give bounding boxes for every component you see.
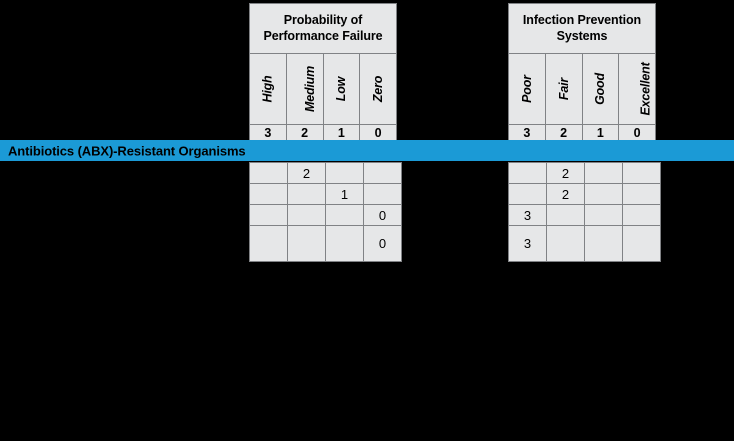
category-banner-label: Antibiotics (ABX)-Resistant Organisms [8,143,246,158]
matrix-title-infection-prevention: Infection Prevention Systems [508,3,656,54]
column-header-good-label: Good [593,73,608,105]
matrix-title-line1: Probability of [283,13,363,28]
table-row: 3 [508,204,661,226]
table-row: 1 [249,183,402,205]
cell-r0-c1[interactable]: 2 [546,162,585,184]
column-header-excellent: Excellent [618,53,656,125]
cell-r3-c3[interactable]: 0 [363,225,402,262]
cell-r1-c1[interactable]: 2 [546,183,585,205]
cell-r2-c3[interactable]: 0 [363,204,402,226]
cell-r0-c0[interactable] [249,162,288,184]
table-row: 2 [508,162,661,184]
table-row: 3 [508,225,661,262]
infection-prevention-matrix-header: Infection Prevention Systems Poor Fair G… [508,3,656,142]
cell-r3-c1[interactable] [546,225,585,262]
score-poor: 3 [508,124,546,142]
cell-r1-c0[interactable] [508,183,547,205]
cell-r3-c0[interactable]: 3 [508,225,547,262]
cell-r2-c1[interactable] [287,204,326,226]
cell-r1-c2[interactable] [584,183,623,205]
cell-r3-c1[interactable] [287,225,326,262]
table-row: 2 [508,183,661,205]
cell-r3-c3[interactable] [622,225,661,262]
cell-r2-c2[interactable] [325,204,364,226]
column-header-medium-label: Medium [302,65,317,113]
matrix-title-row: Probability of Performance Failure [249,3,397,54]
cell-r1-c3[interactable] [363,183,402,205]
cell-r0-c3[interactable] [363,162,402,184]
table-row: 0 [249,225,402,262]
matrix-vertical-label-row: High Medium Low Zero [249,53,397,125]
score-fair: 2 [544,124,583,142]
cell-r2-c2[interactable] [584,204,623,226]
cell-r3-c2[interactable] [584,225,623,262]
cell-r1-c3[interactable] [622,183,661,205]
infection-prevention-data-grid: 2 2 3 3 [508,162,661,262]
score-excellent: 0 [618,124,656,142]
category-banner: Antibiotics (ABX)-Resistant Organisms [0,140,734,161]
matrix-score-row: 3 2 1 0 [249,124,397,142]
cell-r1-c0[interactable] [249,183,288,205]
column-header-fair-label: Fair [556,77,571,101]
cell-r2-c0[interactable] [249,204,288,226]
score-zero: 0 [359,124,397,142]
cell-r0-c3[interactable] [622,162,661,184]
column-header-high: High [249,53,287,125]
cell-r2-c0[interactable]: 3 [508,204,547,226]
cell-r3-c2[interactable] [325,225,364,262]
probability-data-grid: 2 1 0 0 [249,162,402,262]
matrix-score-row: 3 2 1 0 [508,124,656,142]
matrix-title-row: Infection Prevention Systems [508,3,656,54]
column-header-low-label: Low [334,76,349,102]
matrix-title-probability: Probability of Performance Failure [249,3,397,54]
matrix-title-line1: Infection Prevention [522,13,642,28]
cell-r0-c2[interactable] [584,162,623,184]
probability-matrix-header: Probability of Performance Failure High … [249,3,397,142]
cell-r0-c0[interactable] [508,162,547,184]
cell-r0-c2[interactable] [325,162,364,184]
cell-r2-c1[interactable] [546,204,585,226]
cell-r2-c3[interactable] [622,204,661,226]
column-header-fair: Fair [544,53,583,125]
table-row: 2 [249,162,402,184]
column-header-excellent-label: Excellent [638,62,653,116]
matrix-title-line2: Systems [556,28,608,43]
column-header-zero-label: Zero [371,75,386,103]
matrix-vertical-label-row: Poor Fair Good Excellent [508,53,656,125]
cell-r1-c2[interactable]: 1 [325,183,364,205]
score-good: 1 [581,124,620,142]
matrix-title-line2: Performance Failure [263,28,383,43]
cell-r1-c1[interactable] [287,183,326,205]
score-medium: 2 [285,124,324,142]
cell-r3-c0[interactable] [249,225,288,262]
column-header-poor: Poor [508,53,546,125]
score-high: 3 [249,124,287,142]
column-header-poor-label: Poor [519,75,534,103]
column-header-zero: Zero [359,53,397,125]
table-row: 0 [249,204,402,226]
column-header-medium: Medium [285,53,324,125]
column-header-good: Good [581,53,620,125]
column-header-low: Low [322,53,361,125]
cell-r0-c1[interactable]: 2 [287,162,326,184]
score-low: 1 [322,124,361,142]
column-header-high-label: High [260,75,275,103]
